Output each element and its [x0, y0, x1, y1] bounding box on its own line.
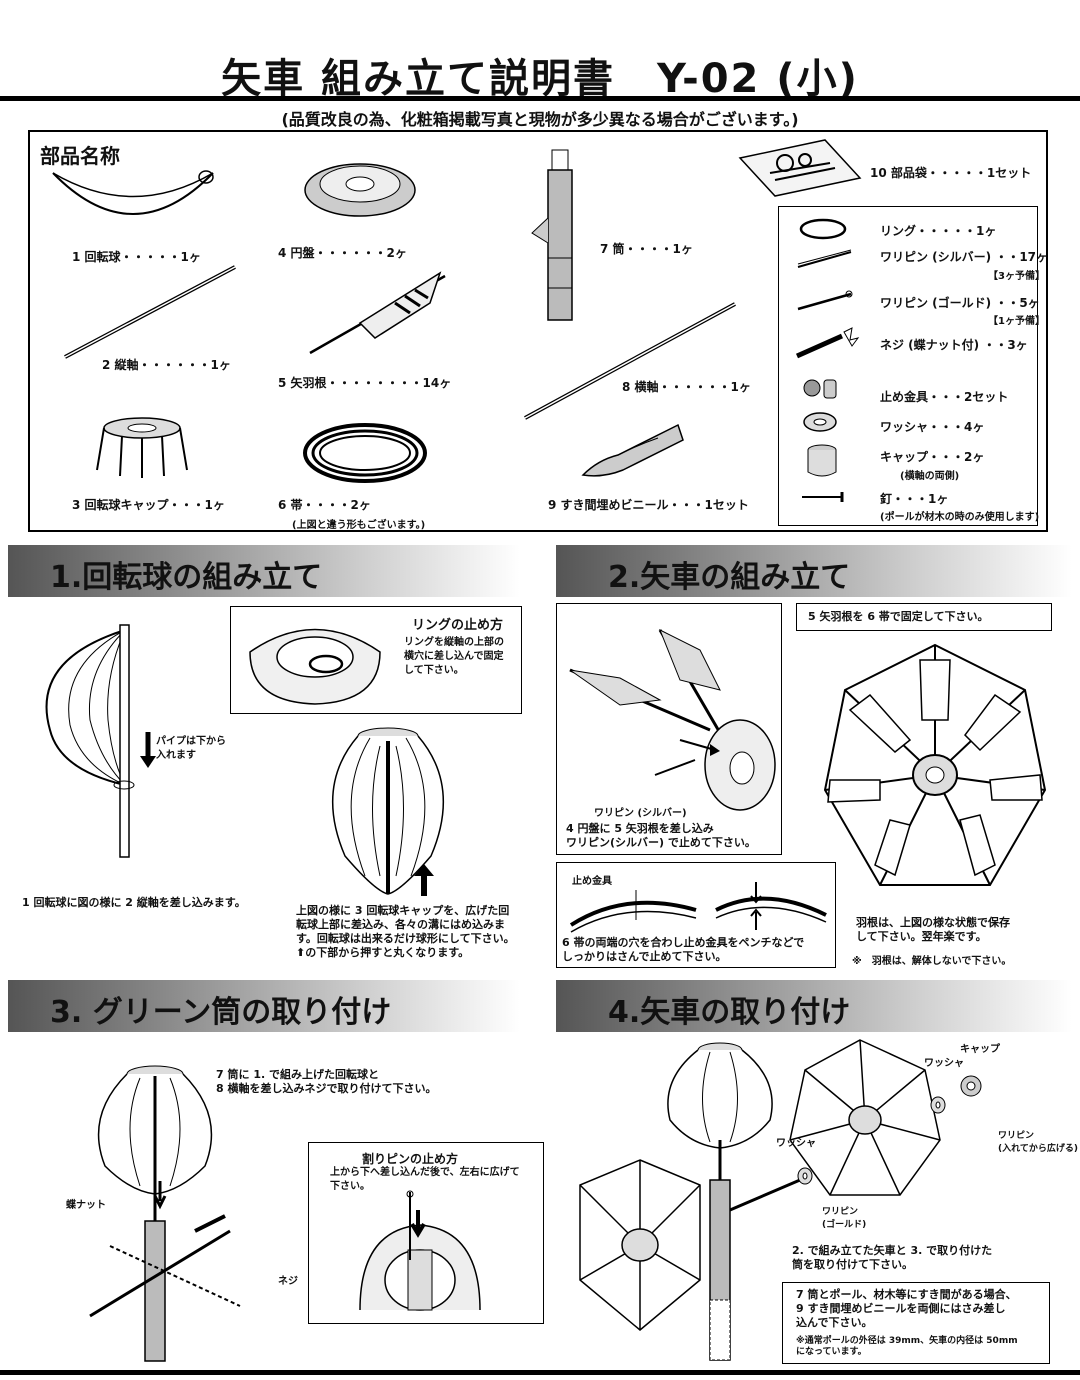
screw-label: ネジ	[278, 1276, 298, 1287]
bag-item-cap: キャップ・・・2ヶ	[880, 450, 985, 464]
end-cap-icon	[802, 442, 842, 480]
ring-box-title: リングの止め方	[412, 618, 504, 633]
clip-fixing-box	[556, 862, 836, 968]
part-8-horizontal-shaft-illustration	[520, 300, 740, 422]
clip-fixing-text: 6 帯の両端の穴を合わし止め金具をペンチなどで しっかりはさんで止めて下さい。	[562, 936, 805, 963]
part-label-10: 10 部品袋・・・・・1セット	[870, 166, 1032, 180]
fix-note-text: 5 矢羽根を 6 帯で固定して下さい。	[808, 610, 989, 623]
part-label-9: 9 すき間埋めビニール・・・1セット	[548, 498, 749, 512]
gap-text: 7 筒とポール、材木等にすき間がある場合、 9 すき間埋めビニールを両側にはさみ…	[796, 1288, 1017, 1329]
bag-item-silver-pin: ワリピン (シルバー) ・・17ヶ	[880, 250, 1049, 264]
section-3-text: 7 筒に 1. で組み上げた回転球と 8 横軸を差し込みネジで取り付けて下さい。	[216, 1068, 437, 1095]
feather-insert-illustration	[560, 610, 780, 810]
section-2-title: 2.矢車の組み立て	[608, 560, 851, 595]
part-label-5: 5 矢羽根・・・・・・・・14ヶ	[278, 376, 452, 390]
gold-split-pin-icon	[795, 290, 855, 312]
split-pin-illustration	[350, 1190, 490, 1320]
gap-note: ※通常ポールの外径は 39mm、矢車の内径は 50mm になっています。	[796, 1336, 1018, 1357]
bag-item-washer: ワッシャ・・・4ヶ	[880, 420, 985, 434]
section-1-banner	[8, 545, 520, 597]
section-4-attach-text: 2. で組み立てた矢車と 3. で取り付けた 筒を取り付けて下さい。	[792, 1244, 993, 1271]
waripin-spread-label: ワリピン (入れてから広げる)	[998, 1131, 1078, 1154]
storage-text: 羽根は、上図の様な状態で保存 して下さい。翌年楽です。	[856, 916, 1010, 943]
assembled-ball-illustration	[325, 716, 465, 896]
part-label-7: 7 筒・・・・1ヶ	[600, 242, 693, 256]
arrow-up-icon	[414, 864, 434, 898]
split-pin-box-text: 上から下へ差し込んだ後で、左右に広げて 下さい。	[330, 1167, 520, 1192]
ball-shaft-insertion-illustration	[40, 620, 150, 860]
disk-insert-text: 4 円盤に 5 矢羽根を差し込み ワリピン(シルバー) で止めて下さい。	[566, 822, 756, 849]
end-cap-icon	[958, 1074, 984, 1098]
part-label-1: 1 回転球・・・・・1ヶ	[72, 250, 201, 264]
part-label-2: 2 縦軸・・・・・・1ヶ	[102, 358, 231, 372]
part-10-parts-bag-illustration	[735, 138, 865, 198]
section-1-cap-text: 上図の様に 3 回転球キャップを、広げた回 転球上部に差込み、各々の溝にはめ込み…	[296, 904, 515, 959]
butterfly-nut-label: 蝶ナット	[66, 1200, 106, 1211]
clip-label: 止め金具	[572, 876, 612, 887]
arrow-wheel-illustration	[820, 640, 1050, 910]
split-pin-box-title: 割りピンの止め方	[362, 1152, 459, 1166]
bag-contents-box	[778, 206, 1038, 526]
part-2-vertical-shaft-illustration	[60, 262, 240, 362]
fastener-clip-icon	[800, 374, 840, 404]
bag-item-cap-note: (横軸の両側)	[900, 471, 960, 482]
bag-item-screw: ネジ (蝶ナット付) ・・3ヶ	[880, 338, 1028, 352]
bag-item-gold-spare: 【1ヶ予備】	[988, 316, 1045, 327]
fix-note-box	[796, 603, 1052, 631]
bag-item-gold-pin: ワリピン (ゴールド) ・・5ヶ	[880, 296, 1040, 310]
section-1-title: 1.回転球の組み立て	[50, 560, 323, 595]
part-3-ball-cap-illustration	[92, 408, 192, 478]
part-label-8: 8 横軸・・・・・・1ヶ	[622, 380, 751, 394]
silver-split-pin-icon	[795, 248, 855, 270]
clip-fixing-illustration	[566, 880, 830, 936]
section-2-banner	[556, 545, 1072, 597]
quality-note: (品質改良の為、化粧箱掲載写真と現物が多少異なる場合がございます。)	[281, 110, 799, 129]
washer-label-right: ワッシャ	[924, 1058, 964, 1069]
cap-label: キャップ	[960, 1044, 1000, 1055]
page-title: 矢車 組み立て説明書 Y-02 (小)	[221, 56, 859, 102]
storage-note: ※ 羽根は、解体しないで下さい。	[852, 956, 1012, 967]
header-rule	[0, 96, 1080, 101]
part-label-6: 6 帯・・・・2ヶ	[278, 498, 371, 512]
bag-item-nail-note: (ポールが材木の時のみ使用します)	[880, 512, 1040, 523]
washer-label-left: ワッシャ	[776, 1138, 816, 1149]
part-1-rotating-ball-illustration	[48, 165, 218, 235]
section-4-title: 4.矢車の取り付け	[608, 995, 851, 1030]
final-assembly-illustration	[570, 1030, 950, 1366]
screw-with-wing-nut-icon	[792, 326, 862, 360]
section-1-step-text: 1 回転球に図の様に 2 縦軸を差し込みます。	[22, 896, 246, 909]
ring-fixing-illustration	[240, 612, 390, 708]
nail-icon	[800, 490, 850, 504]
tube-assembly-illustration	[90, 1056, 260, 1366]
arrow-down-icon	[140, 730, 156, 768]
section-3-title: 3. グリーン筒の取り付け	[50, 995, 392, 1030]
section-4-banner	[556, 980, 1072, 1032]
part-9-gap-filler-vinyl-illustration	[578, 420, 688, 480]
part-label-4: 4 円盤・・・・・・2ヶ	[278, 246, 407, 260]
waripin-gold-label: ワリピン (ゴールド)	[822, 1207, 867, 1230]
part-5-arrow-feather-illustration	[300, 268, 450, 358]
parts-heading: 部品名称	[40, 144, 120, 168]
part-label-3: 3 回転球キャップ・・・1ヶ	[72, 498, 225, 512]
pipe-insert-note: パイプは下から 入れます	[156, 736, 226, 761]
parts-list-box	[28, 130, 1048, 532]
ring-icon	[798, 216, 848, 242]
bag-item-silver-spare: 【3ヶ予備】	[988, 271, 1045, 282]
washer-icon	[928, 1094, 948, 1116]
waripin-silver-label: ワリピン (シルバー)	[594, 808, 687, 819]
washer-icon	[800, 410, 840, 434]
bag-item-clip: 止め金具・・・2セット	[880, 390, 1009, 404]
gap-note-box	[782, 1282, 1050, 1364]
section-3-banner	[8, 980, 520, 1032]
bag-item-nail: 釘・・・1ヶ	[880, 492, 949, 506]
bag-item-ring: リング・・・・・1ヶ	[880, 224, 997, 238]
part-6-band-illustration	[300, 418, 430, 488]
part-6-note: (上図と違う形もございます。)	[292, 520, 426, 531]
footer-rule	[0, 1370, 1080, 1375]
part-7-tube-illustration	[530, 148, 600, 328]
part-4-disk-illustration	[300, 150, 420, 230]
washer-icon	[795, 1166, 815, 1186]
ring-box-text: リングを縦軸の上部の 横穴に差し込んで固定 して下さい。	[404, 637, 504, 676]
